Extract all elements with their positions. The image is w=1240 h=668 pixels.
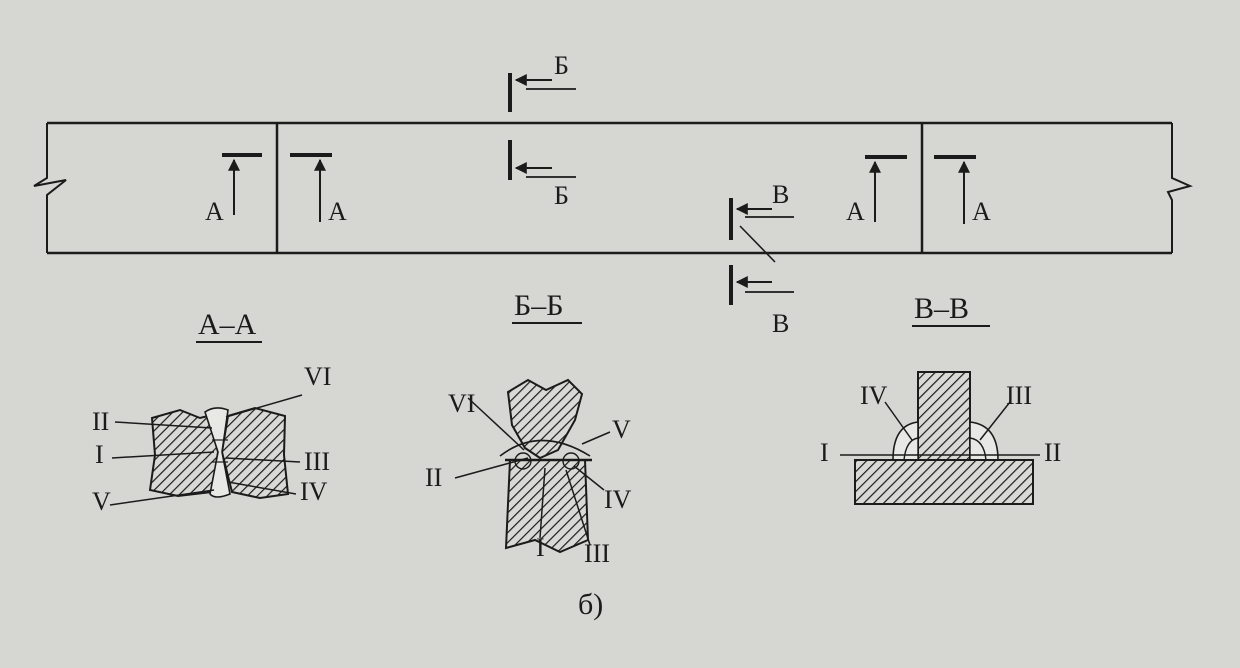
base-plate bbox=[854, 459, 1034, 505]
section-mark-a-left: А bbox=[205, 153, 262, 226]
label-a-3: А bbox=[846, 197, 865, 226]
beam-plan bbox=[33, 121, 1193, 255]
aa-label-iii: III bbox=[304, 447, 330, 476]
leader-line-v bbox=[739, 225, 776, 263]
section-mark-b-top: Б bbox=[508, 51, 576, 112]
bb-label-iv: IV bbox=[604, 485, 632, 514]
section-mark-v-top: В bbox=[729, 180, 794, 263]
label-b-top: Б bbox=[554, 51, 569, 80]
bb-label-ii: II bbox=[425, 463, 442, 492]
section-mark-a-right2: А bbox=[934, 155, 991, 226]
vv-label-ii: II bbox=[1044, 438, 1061, 467]
weld-bead-aa bbox=[204, 407, 231, 498]
aa-label-v: V bbox=[92, 487, 111, 516]
section-title-vv: В–В bbox=[914, 292, 969, 325]
label-a-4: А bbox=[972, 197, 991, 226]
bb-label-vi: VI bbox=[448, 389, 475, 418]
section-title-aa: А–А bbox=[198, 308, 257, 341]
figure-caption: б) bbox=[578, 588, 603, 621]
section-aa-drawing: II I V VI III IV bbox=[92, 362, 331, 516]
label-a-2: А bbox=[328, 197, 347, 226]
aa-label-vi: VI bbox=[304, 362, 331, 391]
section-mark-a-left2: А bbox=[290, 153, 347, 226]
web-plate bbox=[506, 378, 584, 460]
stiffener-plate bbox=[917, 371, 971, 461]
section-bb-drawing: VI II I III IV V б) bbox=[425, 378, 632, 621]
label-a-1: А bbox=[205, 197, 224, 226]
weld-arc-bb bbox=[499, 439, 591, 457]
section-mark-v-bottom: В bbox=[729, 265, 794, 338]
vv-label-iii: III bbox=[1006, 381, 1032, 410]
section-title-bb: Б–Б bbox=[514, 289, 563, 322]
break-line-right bbox=[1166, 123, 1193, 253]
section-mark-a-right: А bbox=[846, 155, 907, 226]
aa-label-ii: II bbox=[92, 407, 109, 436]
aa-label-iv: IV bbox=[300, 477, 328, 506]
label-b-bottom: Б bbox=[554, 181, 569, 210]
plate-right bbox=[220, 406, 290, 500]
bb-label-iii: III bbox=[584, 539, 610, 568]
vv-label-i: I bbox=[820, 438, 829, 467]
bb-label-i: I bbox=[536, 533, 545, 562]
aa-label-i: I bbox=[95, 440, 104, 469]
label-v-top: В bbox=[772, 180, 789, 209]
label-v-bottom: В bbox=[772, 309, 789, 338]
section-vv-drawing: IV III I II bbox=[820, 371, 1061, 505]
flange-plate bbox=[504, 459, 590, 554]
section-mark-b-bottom: Б bbox=[508, 140, 576, 210]
bb-label-v: V bbox=[612, 415, 631, 444]
break-line-left bbox=[33, 123, 67, 253]
vv-label-iv: IV bbox=[860, 381, 888, 410]
